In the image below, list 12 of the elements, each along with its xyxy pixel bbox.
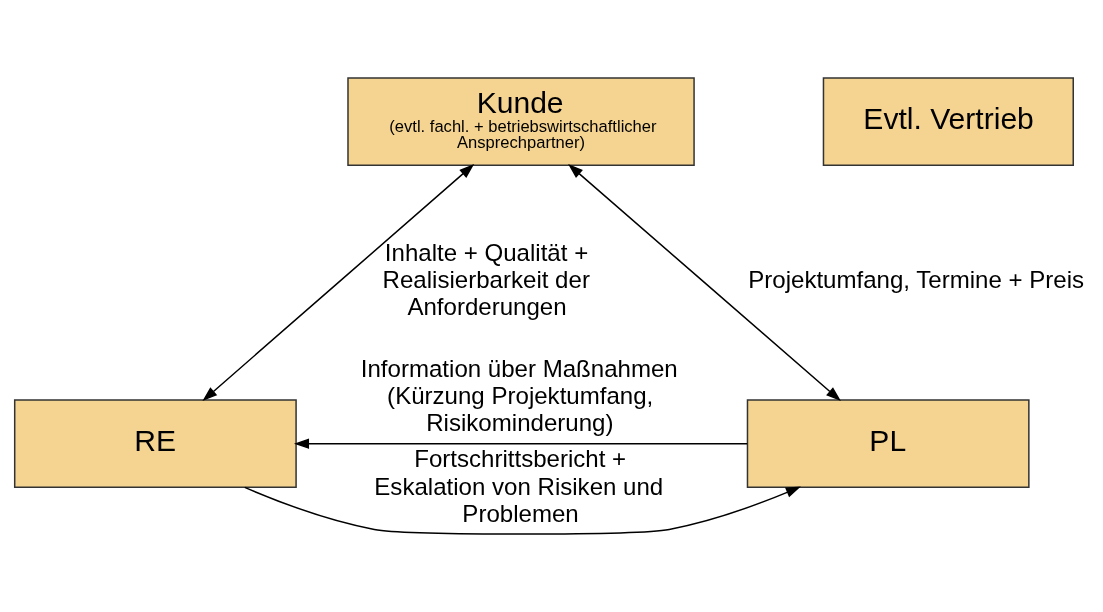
edge-label: Projektumfang, Termine + Preis [748,266,1085,294]
edge-label: Information über Maßnahmen (Kürzung Projektumfang, Risikominderung) [360,355,678,437]
node-box: RE [13,399,297,489]
edge-label: Inhalte + Qualität + Realisierbarkeit der Anforderungen [382,239,590,321]
node-box: PL [746,399,1030,489]
arrow [294,438,748,449]
arrow [202,164,475,402]
node-box: Kunde (evtl. fachl. + betriebswirtschaftlicher Ansprechpartner) [347,77,695,167]
arrow [244,486,801,535]
node-box: Evtl. Vertrieb [822,77,1074,167]
arrow [568,164,841,402]
edge-label: Fortschrittsbericht + Eskalation von Risiken und Problemen [374,445,664,527]
